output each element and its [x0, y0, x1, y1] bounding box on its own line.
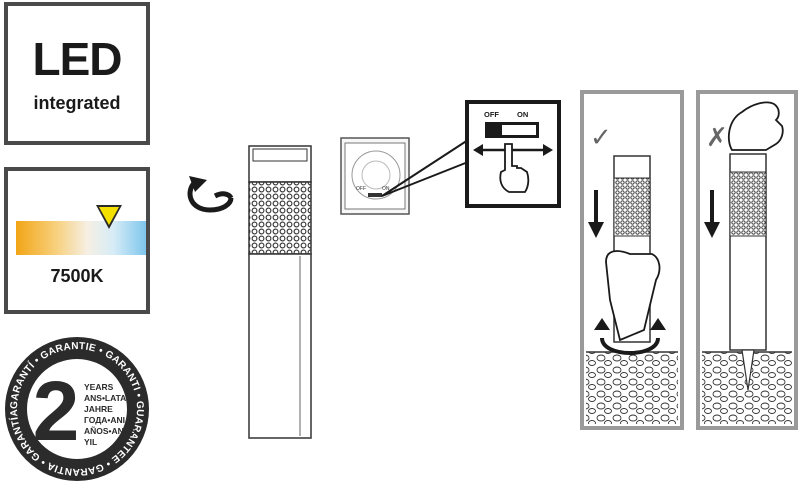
- warranty-line: ГОДА•ANI: [84, 415, 125, 425]
- switch-knob: [502, 125, 536, 135]
- warranty-line: JAHRE: [84, 404, 113, 414]
- rotate-arrow-icon: [187, 176, 234, 213]
- twist-arrows-icon: [600, 337, 660, 355]
- switch-panel: OFF ON: [340, 137, 410, 215]
- solar-bollard-lamp: [248, 145, 312, 439]
- switch-on-label: ON: [517, 110, 528, 119]
- install-correct-panel: ✓: [580, 90, 684, 430]
- warranty-years-lines: YEARS ANS•LATA JAHRE ГОДА•ANI AÑOS•ANOS …: [84, 382, 136, 447]
- led-subtitle: integrated: [33, 93, 121, 113]
- callout-leader-lines: [381, 139, 469, 197]
- lamp-pole: [248, 253, 312, 439]
- color-temperature-badge: 7500K: [4, 167, 150, 314]
- led-integrated-badge: LED integrated: [4, 2, 150, 145]
- warranty-number: 2: [33, 364, 80, 458]
- hand-holding-icon: [605, 250, 661, 342]
- color-temperature-gradient: [16, 221, 146, 255]
- wrong-cross-icon: ✗: [706, 122, 728, 152]
- led-title: LED: [32, 33, 123, 85]
- warranty-line: YIL: [84, 437, 97, 447]
- install-wrong-panel: ✗: [696, 90, 798, 430]
- push-down-arrow-icon: [704, 190, 720, 238]
- warranty-seal: GARANTÍ • GARANTIE • GARANTI • GUARANTEE…: [0, 326, 149, 481]
- temperature-marker-icon: [96, 205, 122, 229]
- ground-spike: [741, 349, 755, 391]
- switch-panel-slider: [368, 193, 382, 197]
- hand-pressing-icon: [727, 101, 784, 151]
- push-down-arrow-icon: [588, 190, 604, 238]
- slide-arrows-icon: [473, 144, 553, 156]
- warranty-line: ANS•LATA: [84, 393, 126, 403]
- color-temperature-label: 7500K: [50, 266, 104, 286]
- switch-panel-off-label: OFF: [356, 186, 366, 192]
- pointing-finger-icon: [499, 143, 530, 193]
- switch-callout: OFF ON: [465, 100, 561, 208]
- warranty-line: YEARS: [84, 382, 114, 392]
- lamp-light-head: [248, 181, 312, 255]
- correct-check-icon: ✓: [590, 122, 612, 152]
- warranty-line: AÑOS•ANOS: [84, 426, 136, 436]
- switch-panel-on-label: ON: [382, 186, 390, 192]
- switch-off-label: OFF: [484, 110, 499, 119]
